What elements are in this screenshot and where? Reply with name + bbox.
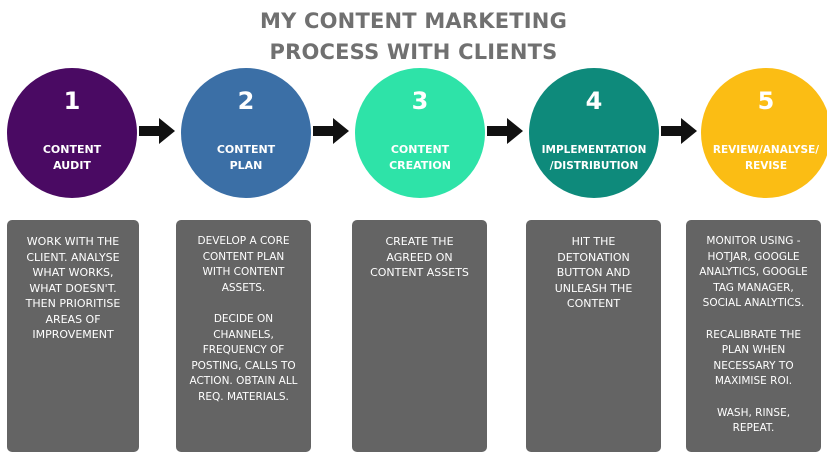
text-line: CREATE THE	[385, 235, 454, 248]
step-4-label-line-1: IMPLEMENTATION	[541, 144, 647, 156]
text-line: CONTENT PLAN	[202, 250, 285, 263]
step-4-number: 4	[585, 87, 603, 115]
text-line: WITH CONTENT	[202, 266, 285, 278]
step-1-description: WORK WITH THE CLIENT. ANALYSE WHAT WORKS…	[7, 220, 139, 452]
step-2-description: DEVELOP A CORE CONTENT PLAN WITH CONTENT…	[176, 220, 311, 452]
arrow-right-icon	[313, 118, 349, 144]
text-line: REPEAT.	[732, 422, 775, 434]
text-line: DECIDE ON	[213, 313, 274, 325]
step-2-circle: 2 CONTENT PLAN	[181, 68, 311, 198]
step-5-label: REVIEW/ANALYSE/ REVISE	[701, 142, 827, 174]
text-line: UNLEASH THE	[554, 281, 633, 295]
text-line: RECALIBRATE THE	[705, 328, 802, 341]
diagram-title: MY CONTENT MARKETING PROCESS WITH CLIENT…	[0, 6, 827, 68]
step-3-paragraph-1: CREATE THE AGREED ON CONTENT ASSETS	[352, 234, 487, 281]
text-line: THEN PRIORITISE	[25, 297, 121, 310]
step-2-number: 2	[237, 87, 255, 115]
text-line: REQ. MATERIALS.	[198, 390, 289, 403]
text-line: POSTING, CALLS TO	[191, 359, 296, 372]
text-line: FREQUENCY OF	[202, 344, 285, 356]
step-1-paragraph-1: WORK WITH THE CLIENT. ANALYSE WHAT WORKS…	[7, 234, 139, 343]
title-line-1: MY CONTENT MARKETING	[259, 9, 568, 33]
title-line-2: PROCESS WITH CLIENTS	[269, 40, 558, 64]
step-1-circle: 1 CONTENT AUDIT	[7, 68, 137, 198]
text-line: PLAN WHEN	[721, 344, 786, 356]
step-5-paragraph-3: WASH, RINSE, REPEAT.	[686, 406, 821, 437]
text-line: CONTENT	[566, 297, 621, 310]
step-1-label: CONTENT AUDIT	[7, 142, 137, 174]
text-line: NECESSARY TO	[713, 359, 794, 372]
text-line: IMPROVEMENT	[32, 328, 114, 341]
text-line: WHAT DOESN'T.	[29, 281, 117, 295]
step-2-label-line-2: PLAN	[229, 159, 263, 172]
step-3-number: 3	[411, 87, 429, 115]
step-1-label-line-2: AUDIT	[53, 159, 91, 172]
step-3-circle: 3 CONTENT CREATION	[355, 68, 485, 198]
text-line: CHANNELS,	[213, 328, 274, 341]
step-4-paragraph-1: HIT THE DETONATION BUTTON AND UNLEASH TH…	[526, 234, 661, 312]
text-line: MAXIMISE ROI.	[714, 375, 793, 387]
step-5-label-line-2: REVISE	[744, 160, 788, 172]
text-line: AGREED ON	[386, 250, 453, 264]
text-line: ASSETS.	[221, 281, 266, 294]
text-line: WHAT WORKS,	[32, 266, 114, 279]
step-5-description: MONITOR USING - HOTJAR, GOOGLE ANALYTICS…	[686, 220, 821, 452]
text-line: CLIENT. ANALYSE	[26, 250, 120, 264]
step-2-paragraph-1: DEVELOP A CORE CONTENT PLAN WITH CONTENT…	[176, 234, 311, 296]
arrow-right-icon	[661, 118, 697, 144]
text-line: MONITOR USING -	[706, 235, 801, 247]
text-line: ANALYTICS, GOOGLE	[699, 266, 808, 278]
text-line: TAG MANAGER,	[713, 281, 794, 294]
arrow-right-icon	[487, 118, 523, 144]
step-3-label-line-1: CONTENT	[390, 143, 450, 156]
step-2-label: CONTENT PLAN	[181, 142, 311, 174]
text-line: WASH, RINSE,	[716, 406, 791, 419]
arrow-right-icon	[139, 118, 175, 144]
step-5-number: 5	[757, 87, 775, 115]
step-4-label-line-2: /DISTRIBUTION	[549, 160, 639, 172]
step-5-circle: 5 REVIEW/ANALYSE/ REVISE	[701, 68, 827, 198]
text-line: DETONATION	[557, 250, 630, 264]
step-4-label: IMPLEMENTATION /DISTRIBUTION	[529, 142, 659, 174]
text-line: ACTION. OBTAIN ALL	[189, 375, 298, 387]
step-1-label-line-1: CONTENT	[42, 143, 102, 156]
step-5-paragraph-2: RECALIBRATE THE PLAN WHEN NECESSARY TO M…	[686, 328, 821, 390]
text-line: SOCIAL ANALYTICS.	[702, 297, 805, 309]
step-4-description: HIT THE DETONATION BUTTON AND UNLEASH TH…	[526, 220, 661, 452]
step-2-paragraph-2: DECIDE ON CHANNELS, FREQUENCY OF POSTING…	[176, 312, 311, 405]
step-5-paragraph-1: MONITOR USING - HOTJAR, GOOGLE ANALYTICS…	[686, 234, 821, 312]
step-3-label-line-2: CREATION	[389, 159, 451, 172]
step-1-number: 1	[63, 87, 81, 115]
text-line: HIT THE	[571, 235, 616, 248]
text-line: HOTJAR, GOOGLE	[707, 250, 800, 263]
text-line: BUTTON AND	[556, 266, 631, 279]
step-3-label: CONTENT CREATION	[355, 142, 485, 174]
step-4-circle: 4 IMPLEMENTATION /DISTRIBUTION	[529, 68, 659, 198]
text-line: DEVELOP A CORE	[197, 235, 290, 247]
text-line: CONTENT ASSETS	[370, 266, 469, 279]
step-2-label-line-1: CONTENT	[216, 143, 276, 156]
text-line: WORK WITH THE	[26, 235, 120, 248]
text-line: AREAS OF	[45, 312, 101, 326]
step-3-description: CREATE THE AGREED ON CONTENT ASSETS	[352, 220, 487, 452]
step-5-label-line-1: REVIEW/ANALYSE/	[712, 144, 820, 156]
